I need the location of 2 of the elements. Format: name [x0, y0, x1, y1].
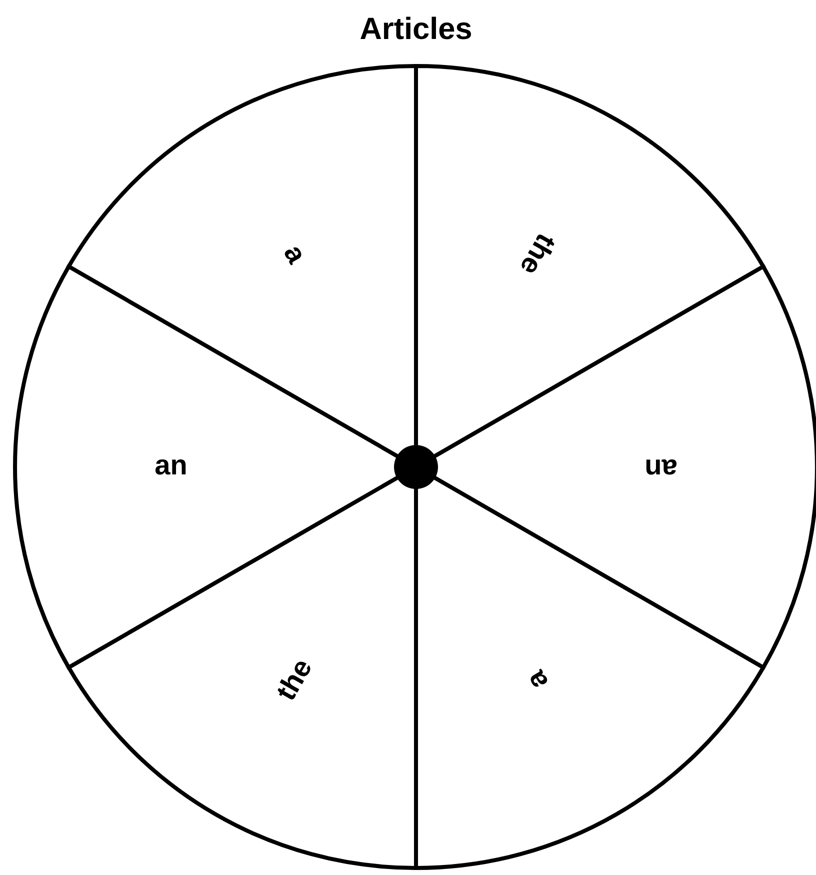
node-label: a: [530, 668, 548, 687]
title: Articles: [360, 16, 471, 40]
